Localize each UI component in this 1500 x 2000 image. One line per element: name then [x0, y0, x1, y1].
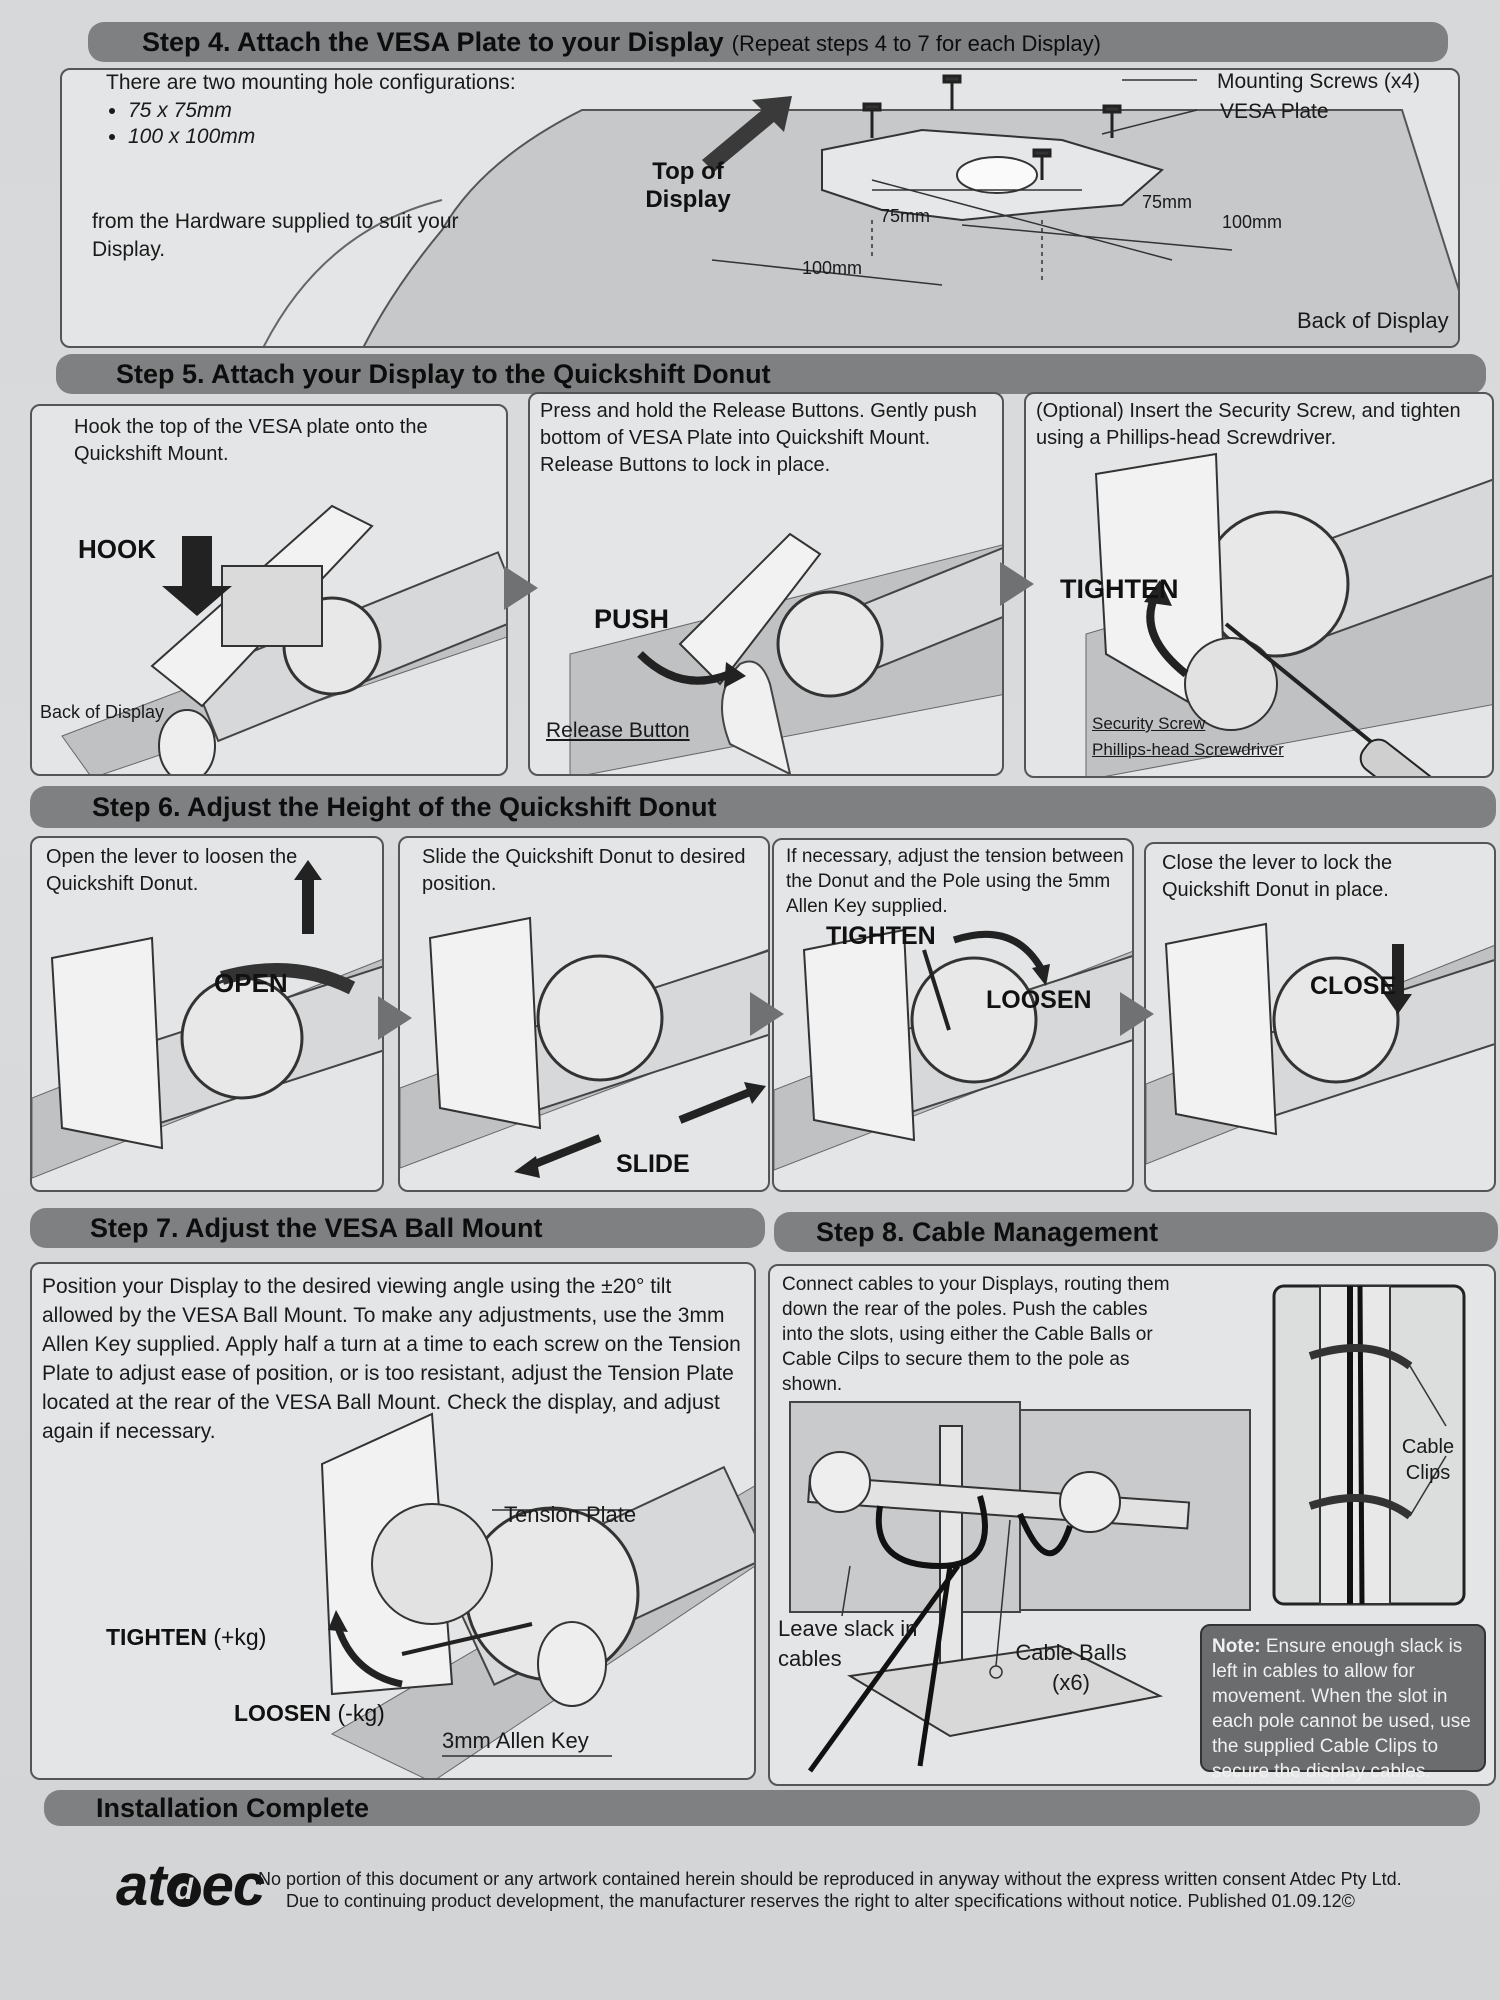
step6-panel-open: Open the lever to loosen the Quickshift … [30, 836, 384, 1192]
footer-text: No portion of this document or any artwo… [258, 1868, 1418, 1912]
step8-panel: Connect cables to your Displays, routing… [768, 1264, 1496, 1786]
dim-75-label: 75mm [1142, 192, 1193, 212]
footer-copyright: No portion of this document or any artwo… [258, 1869, 1402, 1889]
step5-panel-push: Press and hold the Release Buttons. Gent… [528, 392, 1004, 776]
tension-plate-label: Tension Plate [504, 1502, 637, 1527]
step7-text: Position your Display to the desired vie… [42, 1275, 741, 1443]
note-label: Note: [1212, 1636, 1261, 1657]
hole-config-list: 75 x 75mm 100 x 100mm [106, 98, 626, 150]
dim-100-label: 100mm [1222, 212, 1283, 232]
step6-open-text: Open the lever to loosen the Quickshift … [46, 846, 298, 895]
tighten-label: TIGHTEN [826, 922, 936, 950]
back-of-display-label: Back of Display [40, 702, 165, 722]
step4-panel: There are two mounting hole configuratio… [60, 68, 1460, 348]
step8-title: Step 8. Cable Management [816, 1217, 1159, 1247]
cable-management-illustration [789, 1284, 1466, 1773]
cable-clips-label: Cable Clips [1401, 1436, 1455, 1484]
tighten-label: TIGHTEN [1060, 574, 1179, 604]
step4-hardware-text: from the Hardware supplied to suit your … [92, 210, 459, 261]
hook-label: HOOK [78, 534, 156, 564]
step6-panel-tension: If necessary, adjust the tension between… [772, 838, 1134, 1192]
step-arrow-icon [1120, 992, 1154, 1036]
step5-tighten-text: (Optional) Insert the Security Screw, an… [1036, 400, 1461, 449]
back-of-display-label: Back of Display [1297, 308, 1449, 333]
allen-key-label: 3mm Allen Key [442, 1728, 589, 1753]
release-button-label: Release Button [546, 719, 690, 742]
step6-panel-slide: Slide the Quickshift Donut to desired po… [398, 836, 770, 1192]
footer-disclaimer: Due to continuing product development, t… [286, 1891, 1355, 1911]
step8-header: Step 8. Cable Management [774, 1212, 1498, 1252]
security-screw-label: Security Screw [1092, 714, 1206, 733]
step6-title: Step 6. Adjust the Height of the Quicksh… [92, 792, 717, 822]
step8-text: Connect cables to your Displays, routing… [782, 1274, 1170, 1395]
complete-header: Installation Complete [44, 1790, 1480, 1826]
open-label: OPEN [214, 968, 288, 998]
screwdriver-label: Phillips-head Screwdriver [1092, 740, 1284, 759]
vesa-plate-label: VESA Plate [1220, 100, 1329, 123]
loosen-kg: (-kg) [337, 1700, 385, 1726]
slide-donut-illustration [400, 916, 768, 1178]
complete-title: Installation Complete [96, 1793, 370, 1823]
step6-panel-close: Close the lever to lock the Quickshift D… [1144, 842, 1496, 1192]
step7-header: Step 7. Adjust the VESA Ball Mount [30, 1208, 765, 1248]
step5-panel-tighten: (Optional) Insert the Security Screw, an… [1024, 392, 1494, 778]
step4-title: Step 4. Attach the VESA Plate to your Di… [142, 27, 724, 57]
cable-balls-label: Cable Balls (x6) [1015, 1640, 1127, 1695]
step7-title: Step 7. Adjust the VESA Ball Mount [90, 1213, 543, 1243]
step-arrow-icon [378, 996, 412, 1040]
slide-label: SLIDE [616, 1150, 690, 1178]
push-illustration [569, 532, 1002, 774]
mounting-screws-label: Mounting Screws (x4) [1217, 70, 1421, 93]
top-of-display-label: Top of Display [645, 158, 731, 213]
step5-push-text: Press and hold the Release Buttons. Gent… [540, 400, 977, 476]
push-label: PUSH [594, 604, 670, 634]
note-text: Ensure enough slack is left in cables to… [1212, 1636, 1471, 1782]
step4-repeat-note: (Repeat steps 4 to 7 for each Display) [731, 31, 1101, 56]
close-lever-illustration [1146, 922, 1494, 1165]
dim-75-label: 75mm [880, 206, 931, 226]
dim-100-label: 100mm [802, 258, 863, 278]
close-label: CLOSE [1310, 972, 1397, 1000]
step5-panel-hook: Hook the top of the VESA plate onto the … [30, 404, 508, 776]
step-arrow-icon [750, 992, 784, 1036]
step5-hook-text: Hook the top of the VESA plate onto the … [74, 416, 428, 465]
ball-mount-illustration [320, 1412, 754, 1778]
step6-tension-text: If necessary, adjust the tension between… [786, 846, 1124, 917]
step5-title: Step 5. Attach your Display to the Quick… [116, 359, 771, 389]
step7-panel: Position your Display to the desired vie… [30, 1262, 756, 1780]
tighten-kg: (+kg) [213, 1624, 267, 1650]
hole-config-item: 100 x 100mm [128, 124, 626, 150]
open-lever-illustration [32, 860, 382, 1179]
step6-slide-text: Slide the Quickshift Donut to desired po… [422, 846, 746, 895]
step8-note: Note: Ensure enough slack is left in cab… [1200, 1624, 1486, 1782]
loosen-text: LOOSEN [234, 1700, 332, 1726]
hole-config-item: 75 x 75mm [128, 98, 626, 124]
step-arrow-icon [1000, 562, 1034, 606]
leave-slack-label: Leave slack in cables [778, 1616, 918, 1671]
loosen-label: LOOSEN (-kg) [234, 1700, 385, 1727]
hook-illustration [61, 504, 506, 774]
step5-header: Step 5. Attach your Display to the Quick… [56, 354, 1486, 394]
vesa-plate-diagram [262, 74, 1458, 346]
tension-illustration [774, 928, 1132, 1171]
tighten-illustration [1085, 452, 1492, 776]
loosen-label: LOOSEN [986, 986, 1092, 1014]
step-arrow-icon [504, 566, 538, 610]
step6-header: Step 6. Adjust the Height of the Quicksh… [30, 786, 1496, 828]
step6-close-text: Close the lever to lock the Quickshift D… [1162, 852, 1393, 901]
tighten-label: TIGHTEN (+kg) [106, 1624, 266, 1651]
step4-header: Step 4. Attach the VESA Plate to your Di… [88, 22, 1448, 62]
tighten-text: TIGHTEN [106, 1624, 207, 1650]
step4-intro: There are two mounting hole configuratio… [106, 71, 516, 94]
